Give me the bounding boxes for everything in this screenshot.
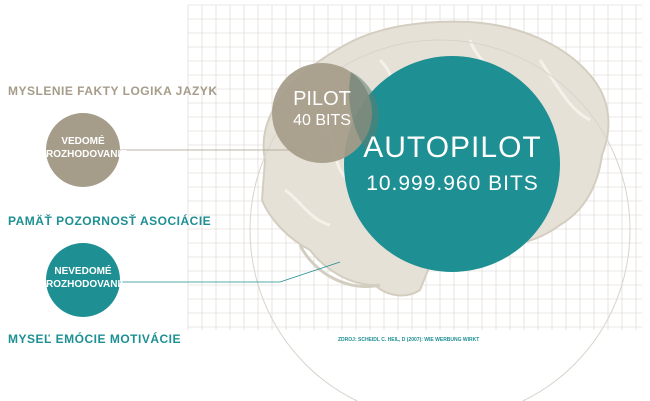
pilot-value: 40 BITS	[293, 112, 351, 129]
autopilot-title: AUTOPILOT	[363, 131, 542, 164]
conscious-keywords: MYSLENIE FAKTY LOGIKA JAZYK	[8, 84, 218, 98]
vedome-line-2: ROZHODOVANIE	[46, 149, 127, 160]
autopilot-label: AUTOPILOT 10.999.960 BITS	[360, 130, 545, 202]
vedome-line-1: VEDOMÉ	[61, 136, 105, 147]
vedome-circle	[46, 113, 120, 187]
outline-circle	[249, 39, 631, 401]
nevedome-line-2: ROZHODOVANIE	[46, 279, 127, 290]
nevedome-circle	[46, 243, 120, 317]
autopilot-circle	[344, 56, 560, 272]
vedome-label: VEDOMÉ ROZHODOVANIE	[46, 135, 127, 161]
pilot-label: PILOT 40 BITS	[272, 88, 372, 132]
unconscious-keywords: MYSEĽ EMÓCIE MOTIVÁCIE	[8, 332, 182, 346]
pilot-title: PILOT	[293, 88, 351, 110]
nevedome-label: NEVEDOMÉ ROZHODOVANIE	[46, 265, 127, 291]
nevedome-line-1: NEVEDOMÉ	[54, 266, 112, 277]
overlap-shade	[349, 72, 379, 150]
connector-nevedome-diag	[279, 261, 341, 283]
pilot-circle	[272, 63, 372, 163]
middle-keywords: PAMÄŤ POZORNOSŤ ASOCIÁCIE	[8, 214, 212, 228]
autopilot-value: 10.999.960 BITS	[366, 172, 539, 195]
source-note: ZDROJ: SCHEIDL C. HEIL, D (2007): WIE WE…	[338, 337, 480, 343]
